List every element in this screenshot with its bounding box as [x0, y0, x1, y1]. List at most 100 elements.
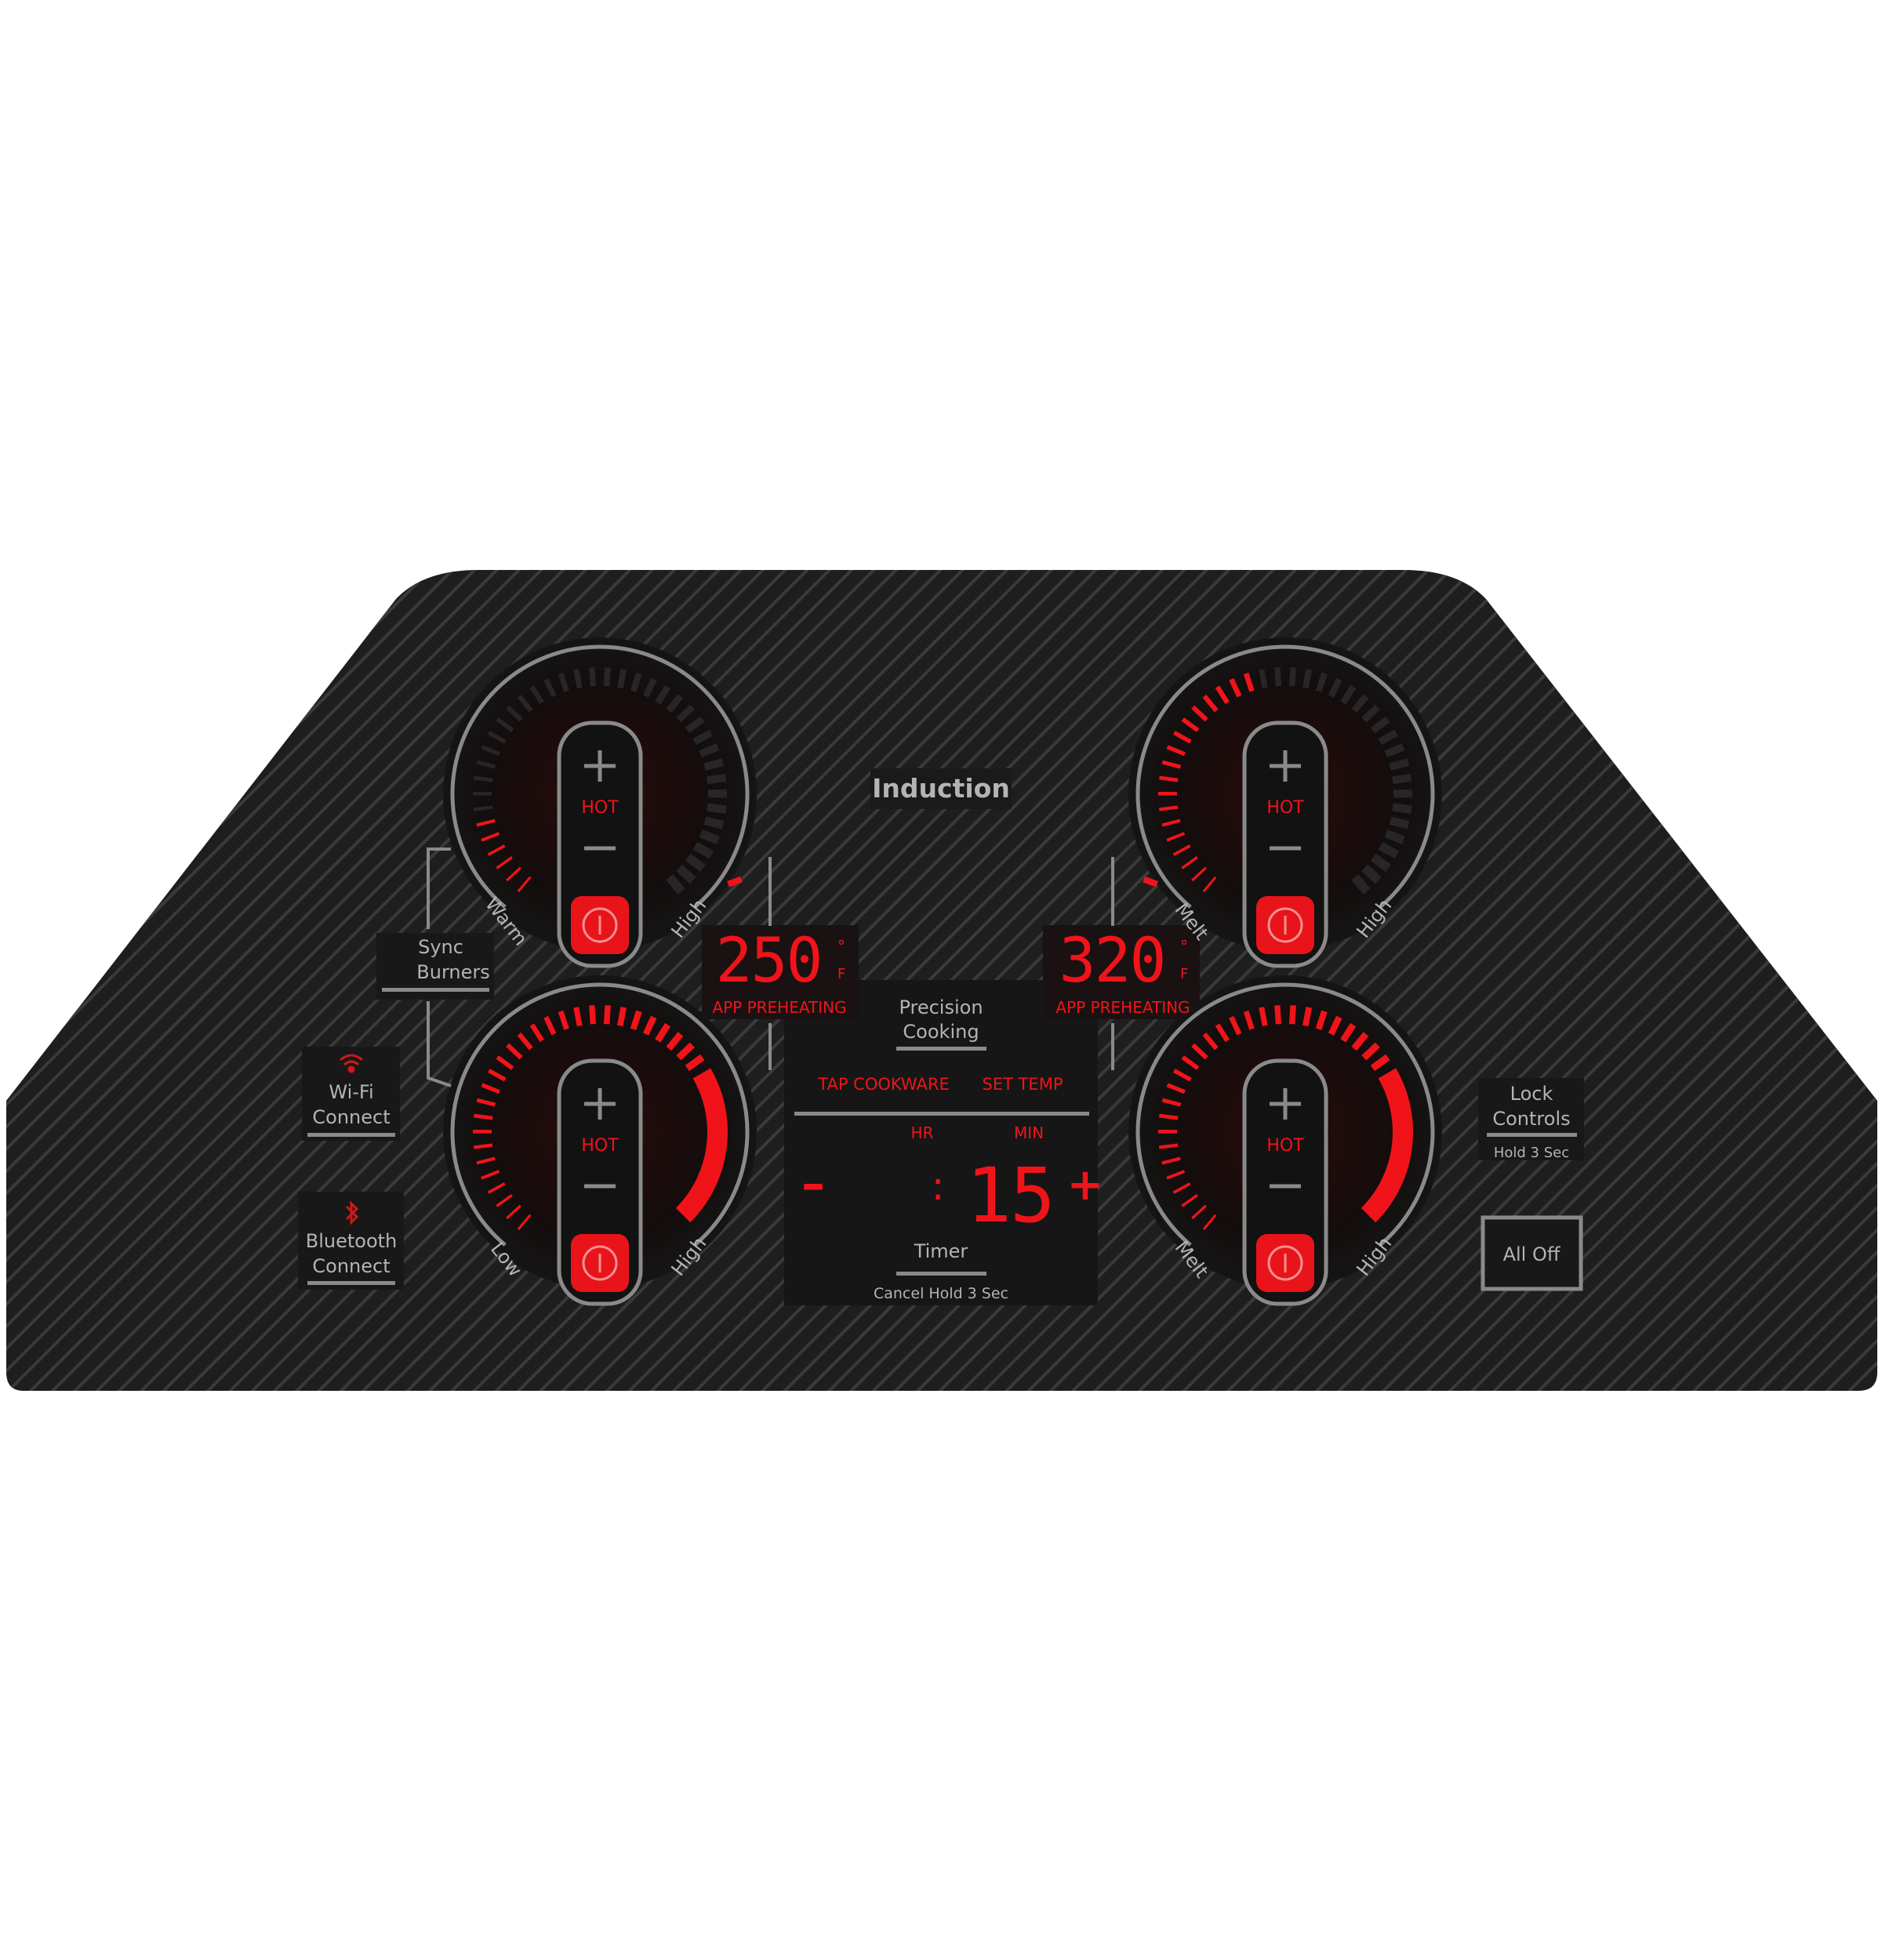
level-tick [1202, 695, 1219, 713]
level-tick [1288, 667, 1296, 687]
level-tick [707, 803, 727, 814]
timer-plus-button[interactable]: + [1067, 1160, 1104, 1210]
divider-lines [768, 857, 1114, 1070]
burner-control-pill: HOT [557, 1058, 643, 1306]
level-tick [1161, 1098, 1182, 1107]
timer-colon: : [932, 1163, 945, 1209]
level-tick [1172, 1069, 1192, 1082]
level-tick [1166, 1170, 1186, 1180]
connect-label: Connect [312, 1255, 390, 1277]
degree-symbol: ° [1180, 937, 1188, 956]
increase-button[interactable] [584, 1088, 616, 1120]
level-tick [1191, 1043, 1208, 1060]
level-tick [1172, 731, 1192, 744]
level-tick [676, 864, 696, 884]
timer-minutes: 15 [966, 1152, 1054, 1240]
bluetooth-connect-button[interactable]: Bluetooth Connect [306, 1200, 398, 1285]
timer-label[interactable]: Timer [914, 1240, 968, 1262]
level-tick [1351, 873, 1371, 895]
level-tick [496, 717, 514, 732]
lock-controls-button[interactable]: Lock Controls Hold 3 Sec [1487, 1083, 1577, 1161]
hr-label: HR [911, 1123, 934, 1142]
level-tick [1161, 1156, 1181, 1165]
level-tick [1361, 704, 1380, 723]
level-tick [573, 669, 583, 689]
level-tick [1389, 758, 1409, 771]
burners-label: Burners [416, 961, 489, 983]
level-tick [1328, 1015, 1342, 1036]
level-tick [529, 685, 544, 705]
increase-button[interactable] [584, 750, 616, 782]
hot-indicator: HOT [1266, 798, 1304, 818]
precision-cooking-button[interactable]: Precision Cooking [896, 996, 986, 1051]
power-button[interactable] [1256, 1234, 1314, 1292]
timer-cancel-hint: Cancel Hold 3 Sec [874, 1285, 1008, 1302]
power-icon [1267, 907, 1303, 943]
dial-ring [1135, 644, 1435, 909]
bluetooth-label: Bluetooth [306, 1230, 398, 1252]
level-tick [1378, 729, 1398, 746]
hot-indicator: HOT [581, 798, 619, 818]
all-off-button[interactable]: All Off [1481, 1215, 1583, 1291]
level-tick [630, 1010, 642, 1030]
level-tick [1229, 677, 1242, 698]
increase-button[interactable] [1270, 750, 1301, 782]
level-tick [1166, 745, 1186, 757]
level-tick [1370, 716, 1390, 734]
level-tick [1202, 1033, 1219, 1051]
hot-indicator: HOT [581, 1136, 619, 1156]
level-tick [1243, 672, 1255, 692]
dial-ring [1135, 982, 1435, 1247]
level-tick [655, 1022, 671, 1043]
level-arc-fill [675, 1068, 728, 1223]
level-tick [558, 672, 569, 692]
level-tick [1181, 856, 1198, 869]
level-tick [517, 1033, 533, 1051]
wifi-connect-button[interactable]: Wi-Fi Connect [307, 1054, 395, 1137]
level-tick [1172, 844, 1191, 856]
level-tick [473, 1143, 493, 1149]
level-tick [481, 1170, 500, 1180]
sync-burners-button[interactable]: Sync Burners [382, 848, 490, 1087]
level-tick [1351, 1032, 1369, 1051]
power-button[interactable] [1256, 896, 1314, 954]
level-tick [1392, 803, 1412, 814]
level-tick [1229, 1015, 1242, 1036]
burner-control-pill: HOT [1242, 1058, 1328, 1306]
level-tick [1328, 677, 1342, 698]
level-tick [1166, 832, 1186, 842]
level-tick [603, 1005, 611, 1025]
level-tick [517, 695, 533, 713]
level-tick [506, 705, 523, 722]
power-button[interactable] [571, 896, 629, 954]
level-tick [699, 743, 720, 758]
level-tick [699, 829, 720, 844]
timer-minus-button[interactable]: – [801, 1156, 825, 1211]
level-tick [1181, 1194, 1198, 1207]
level-tick [1161, 760, 1182, 769]
level-tick [1315, 1010, 1328, 1030]
level-tick [1243, 1010, 1255, 1030]
level-tick [476, 760, 496, 769]
power-icon [582, 1245, 618, 1281]
increase-button[interactable] [1270, 1088, 1301, 1120]
level-tick [506, 1204, 521, 1220]
level-tick [1215, 1023, 1230, 1043]
level-tick [529, 1023, 544, 1043]
divider [794, 1112, 1089, 1116]
level-tick [487, 1069, 507, 1082]
level-tick [476, 1098, 496, 1107]
power-button[interactable] [571, 1234, 629, 1292]
level-tick [1158, 1143, 1179, 1149]
timer: HR MIN – : 15 + Timer Cancel Hold 3 Sec [801, 1123, 1103, 1302]
unit-label: F [1180, 966, 1188, 982]
temp-display-left: 250 ° F APP PREHEATING [712, 926, 846, 1017]
degree-symbol: ° [837, 937, 845, 956]
level-tick [1351, 694, 1369, 713]
precision-label: Precision [899, 996, 983, 1018]
